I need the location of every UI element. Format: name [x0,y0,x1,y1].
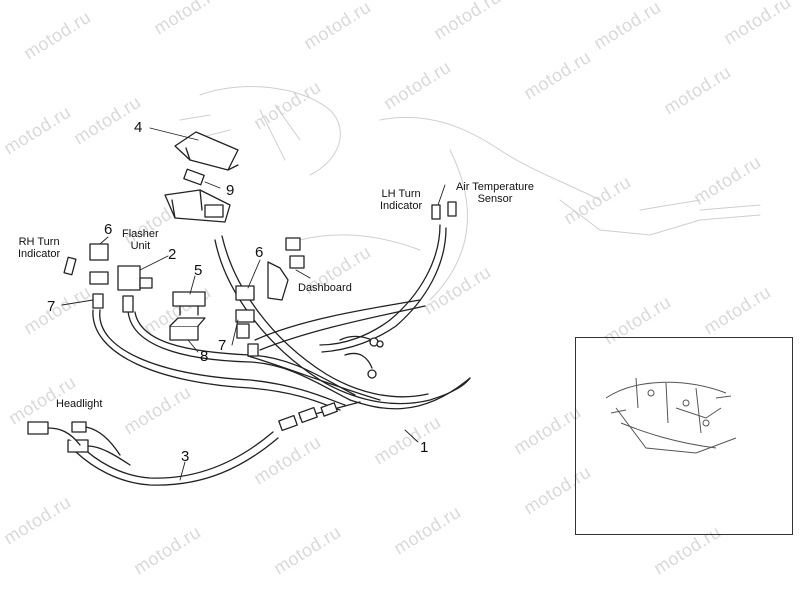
ecu-box [164,189,231,223]
leader-lines [61,127,446,481]
frame-overview-thumbnail-icon [605,377,737,454]
dashboard-connector [267,237,305,301]
part-8 [169,317,206,341]
callout-3: 3 [181,448,190,465]
inset-overview-frame [575,337,793,535]
callout-5: 5 [194,262,203,279]
callout-7b: 7 [218,337,227,354]
callout-1: 1 [420,439,429,456]
rh-turn-indicator-label: RH Turn Indicator [18,236,61,260]
callout-6b: 6 [255,244,264,261]
relay-6-left [89,243,109,285]
dashboard-label: Dashboard [298,282,352,294]
lh-turn-indicator-label: LH Turn Indicator [380,188,423,212]
inline-connectors [92,293,338,432]
turn-indicator-plugs [63,201,457,276]
callout-4: 4 [134,119,143,136]
headlight-connectors [27,421,131,466]
callout-6a: 6 [104,221,113,238]
callout-2: 2 [168,246,177,263]
flasher-unit-label: Flasher Unit [122,228,159,252]
callout-9: 9 [226,182,235,199]
air-temperature-sensor-label: Air Temperature Sensor [456,181,535,205]
flasher-unit [117,265,153,291]
relay-6-right [235,285,255,323]
sensor-leads [339,335,384,379]
part-9 [183,168,205,186]
part-4-bracket [174,131,239,171]
callout-7a: 7 [47,298,56,315]
headlight-label: Headlight [56,398,103,410]
callout-8: 8 [200,348,209,365]
part-5 [172,291,206,316]
